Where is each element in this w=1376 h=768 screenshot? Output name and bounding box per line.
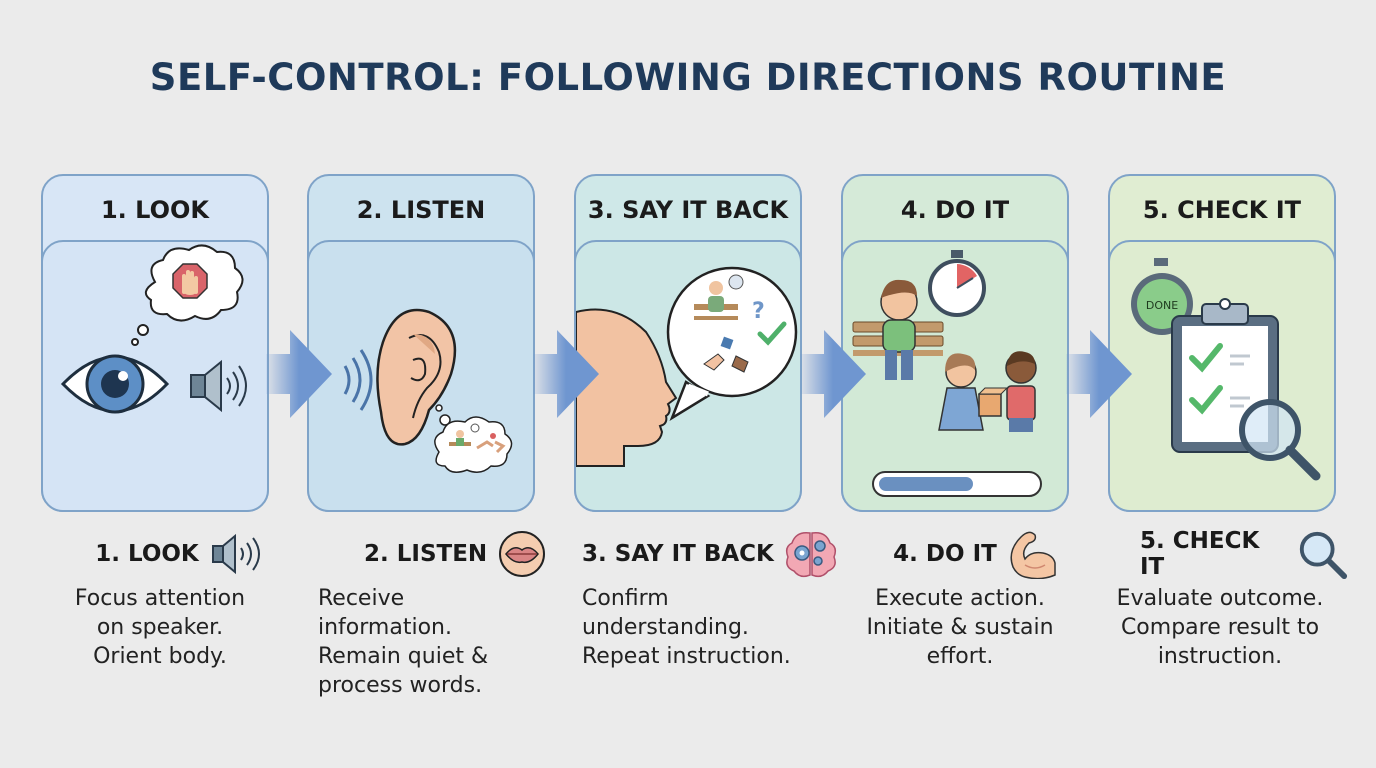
caption-text: Evaluate outcome. Compare result to inst… — [1116, 586, 1324, 669]
card-panel: DONE — [1108, 240, 1336, 512]
sound-waves-icon — [343, 349, 373, 411]
progress-bar — [872, 471, 1042, 497]
speaker-icon — [211, 533, 260, 575]
brain-gears-icon — [785, 531, 836, 578]
card-panel — [41, 240, 269, 512]
magnifier-icon — [1299, 531, 1348, 580]
card-title: 4. DO IT — [900, 196, 1010, 224]
thought-cloud-icon — [434, 404, 513, 473]
caption-text: Receive information. Remain quiet & proc… — [318, 586, 489, 698]
caption-look: 1. LOOK Focus attention on speaker. Orie… — [30, 532, 290, 671]
children-sharing-icon — [852, 279, 1037, 432]
checkmark-icon — [757, 321, 787, 346]
caption-title: 5. CHECK IT — [1140, 528, 1260, 580]
arrow-icon — [800, 330, 866, 418]
svg-text:?: ? — [752, 299, 765, 324]
stopwatch-icon — [928, 250, 986, 317]
head-profile-icon — [576, 308, 678, 467]
step-card-do-it: 4. DO IT — [841, 174, 1069, 512]
step-card-look: 1. LOOK — [41, 174, 269, 512]
caption-title: 1. LOOK — [95, 541, 199, 567]
caption-title: 4. DO IT — [893, 541, 997, 567]
caption-do-it: 4. DO IT Execute action. Initiate & sust… — [830, 531, 1090, 671]
card-title: 2. LISTEN — [356, 196, 486, 224]
card-panel — [307, 240, 535, 512]
lips-icon — [499, 531, 546, 577]
magnifier-icon — [1239, 399, 1321, 481]
svg-text:DONE: DONE — [1146, 299, 1178, 312]
step-card-check-it: 5. CHECK IT DONE — [1108, 174, 1336, 512]
speech-bubble-icon: ? — [666, 266, 798, 421]
caption-check-it: 5. CHECK IT Evaluate outcome. Compare re… — [1090, 528, 1350, 671]
caption-title: 2. LISTEN — [364, 541, 488, 567]
arrow-icon — [1066, 330, 1132, 418]
caption-text: Confirm understanding. Repeat instructio… — [582, 586, 791, 669]
card-panel: ? — [574, 240, 802, 512]
caption-listen: 2. LISTEN Receive information. Remain qu… — [318, 531, 578, 700]
ear-icon — [376, 308, 457, 446]
arrow-icon — [266, 330, 332, 418]
card-title: 5. CHECK IT — [1142, 196, 1302, 224]
flexed-arm-icon — [1010, 531, 1056, 579]
eye-icon — [60, 354, 170, 414]
step-card-listen: 2. LISTEN — [307, 174, 535, 512]
caption-say-it-back: 3. SAY IT BACK Confirm understanding. Re… — [582, 531, 842, 671]
arrow-icon — [533, 330, 599, 418]
card-title: 3. SAY IT BACK — [587, 196, 789, 224]
page-title: SELF-CONTROL: FOLLOWING DIRECTIONS ROUTI… — [149, 56, 1227, 99]
caption-text: Execute action. Initiate & sustain effor… — [866, 586, 1054, 669]
card-title: 1. LOOK — [100, 196, 209, 224]
speaker-icon — [190, 359, 247, 413]
caption-text: Focus attention on speaker. Orient body. — [74, 586, 246, 669]
stop-hand-thought-icon — [131, 244, 244, 346]
step-card-say-it-back: 3. SAY IT BACK ? — [574, 174, 802, 512]
caption-title: 3. SAY IT BACK — [582, 541, 774, 567]
card-panel — [841, 240, 1069, 512]
